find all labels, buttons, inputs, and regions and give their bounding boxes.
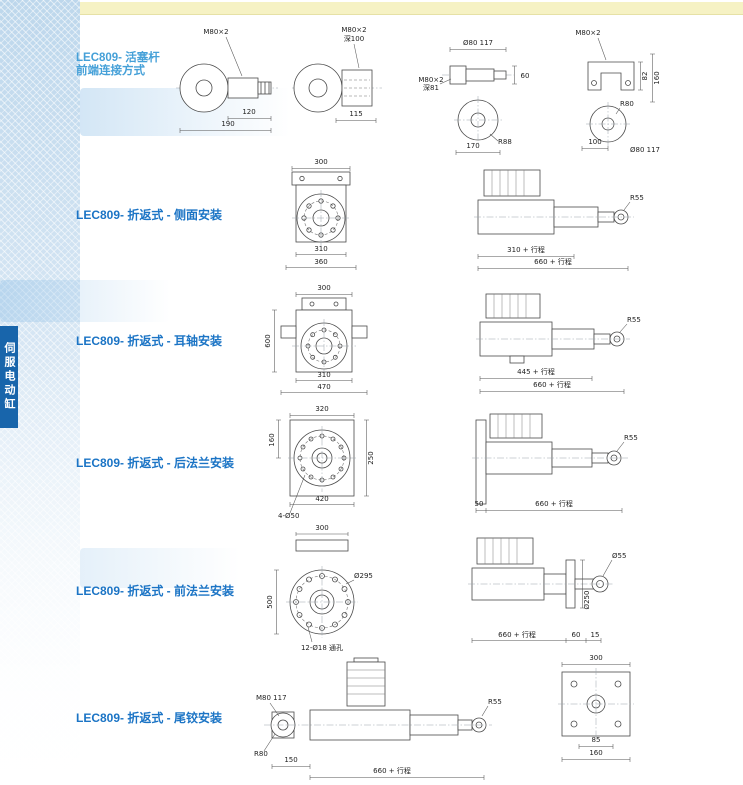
dim-label: Ø80 117	[463, 39, 493, 47]
drawing-tail-hinge-side: M80 117 R80 150 660 + 行程 R55	[254, 657, 502, 780]
dim-label: 85	[592, 736, 601, 744]
dim-label: 160	[653, 71, 661, 84]
left-pattern-strip	[0, 0, 80, 785]
drawing-rear-flange-side: R55 50 660 + 行程	[472, 413, 638, 513]
dim-label: 120	[242, 108, 255, 116]
dim-label: M80×2	[575, 29, 600, 37]
dim-label: R80	[620, 100, 634, 108]
dim-label: 600	[264, 334, 272, 347]
dim-label: R55	[627, 316, 641, 324]
dim-label: 660 + 行程	[373, 766, 411, 775]
dim-label: 4-Ø50	[278, 512, 299, 520]
dim-label: 100	[588, 138, 601, 146]
dim-label: 190	[221, 120, 234, 128]
dim-label: R55	[488, 698, 502, 706]
dim-label: Ø55	[612, 552, 626, 560]
dim-label: Ø80 117	[630, 146, 660, 154]
dim-label: 160	[268, 433, 276, 446]
drawing-rod-clevis: M80×2 82 160 R80 100 Ø80 117	[575, 29, 661, 154]
dim-label: 60	[521, 72, 530, 80]
dim-label: 310	[314, 245, 327, 253]
dim-label: 60	[572, 631, 581, 639]
section-label-line1: LEC809- 活塞杆	[76, 52, 160, 64]
dim-label: R80	[254, 750, 268, 758]
dim-label: R55	[630, 194, 644, 202]
dim-label: 320	[315, 405, 328, 413]
dim-label: 300	[589, 654, 602, 662]
trunnion-mount-drawings: 300 310 470 600 R55 445 + 行程 660 + 行程	[264, 284, 641, 395]
dim-label: 160	[589, 749, 602, 757]
dim-label: 深100	[344, 34, 364, 43]
dim-label: 12-Ø18 通孔	[301, 643, 343, 652]
dim-label: 15	[591, 631, 600, 639]
dim-label: 深81	[423, 83, 439, 92]
drawing-trunnion-front: 300 310 470 600	[264, 284, 368, 395]
drawing-side-mount-side: R55 310 + 行程 660 + 行程	[474, 169, 644, 271]
drawing-trunnion-side: R55 445 + 行程 660 + 行程	[476, 293, 641, 394]
drawing-front-flange-front: 300 Ø295 500 12-Ø18 通孔	[266, 524, 373, 652]
dim-label: 445 + 行程	[517, 367, 555, 376]
drawing-rod-female-thread: M80×2 深100 115	[292, 26, 382, 123]
dim-label: 310 + 行程	[507, 245, 545, 254]
dim-label: 420	[315, 495, 328, 503]
dim-label: 115	[349, 110, 362, 118]
dim-label: M80 117	[256, 694, 287, 702]
section-label-rear-flange-mount: LEC809- 折返式 - 后法兰安装	[76, 456, 235, 470]
piston-rod-connection-drawings: M80×2 120 190 M80×2 深100 115	[176, 26, 661, 155]
dim-label: R88	[498, 138, 512, 146]
dim-label: 170	[466, 142, 479, 150]
section-label-line2: 前端连接方式	[76, 65, 145, 77]
dim-label: M80×2	[203, 28, 228, 36]
sidebar-tab: 伺服电动缸	[0, 326, 18, 428]
section-label-piston-rod: LEC809- 活塞杆 前端连接方式	[76, 52, 160, 78]
dim-label: 360	[314, 258, 327, 266]
dim-label: 660 + 行程	[535, 499, 573, 508]
section-label-front-flange-mount: LEC809- 折返式 - 前法兰安装	[76, 584, 235, 598]
dim-label: 50	[475, 500, 484, 508]
drawing-tail-hinge-end-view: 300 85 160	[558, 654, 634, 762]
dim-label: R55	[624, 434, 638, 442]
dim-label: 470	[317, 383, 330, 391]
dim-label: Ø250	[583, 591, 591, 610]
side-mount-drawings: 300 310 360 R55 310 + 行程 660 + 行程	[285, 158, 644, 271]
drawing-front-flange-side: Ø55 Ø250 660 + 行程 60 15	[468, 537, 626, 643]
header-band	[80, 2, 743, 15]
dim-label: M80×2	[418, 76, 443, 84]
front-flange-mount-drawings: 300 Ø295 500 12-Ø18 通孔	[266, 524, 626, 652]
section-label-side-mount: LEC809- 折返式 - 侧面安装	[76, 208, 223, 222]
drawing-rod-eye: Ø80 117 60 M80×2 深81 R88 170	[418, 39, 529, 155]
sidebar-label: 伺服电动缸	[3, 342, 15, 412]
dim-label: 310	[317, 371, 330, 379]
dim-label: 660 + 行程	[533, 380, 571, 389]
rear-flange-mount-drawings: 320 160 420 250 4-Ø50 R55 50 660 + 行程	[268, 405, 638, 520]
dim-label: 250	[367, 451, 375, 464]
drawing-rod-male-thread: M80×2 120 190	[176, 28, 278, 133]
dim-label: 300	[315, 524, 328, 532]
dim-label: 300	[314, 158, 327, 166]
dim-label: 660 + 行程	[534, 257, 572, 266]
section-label-trunnion-mount: LEC809- 折返式 - 耳轴安装	[76, 334, 223, 348]
section-label-tail-hinge-mount: LEC809- 折返式 - 尾铰安装	[76, 711, 223, 725]
dim-label: 150	[284, 756, 297, 764]
dim-label: 82	[641, 72, 649, 81]
tail-hinge-mount-drawings: M80 117 R80 150 660 + 行程 R55 300 85 160	[254, 654, 634, 780]
dim-label: 300	[317, 284, 330, 292]
dim-label: M80×2	[341, 26, 366, 34]
dim-label: 500	[266, 595, 274, 608]
dim-label: 660 + 行程	[498, 630, 536, 639]
dim-label: Ø295	[354, 572, 373, 580]
drawing-rear-flange-front: 320 160 420 250 4-Ø50	[268, 405, 375, 520]
drawing-side-mount-front: 300 310 360	[285, 158, 357, 270]
